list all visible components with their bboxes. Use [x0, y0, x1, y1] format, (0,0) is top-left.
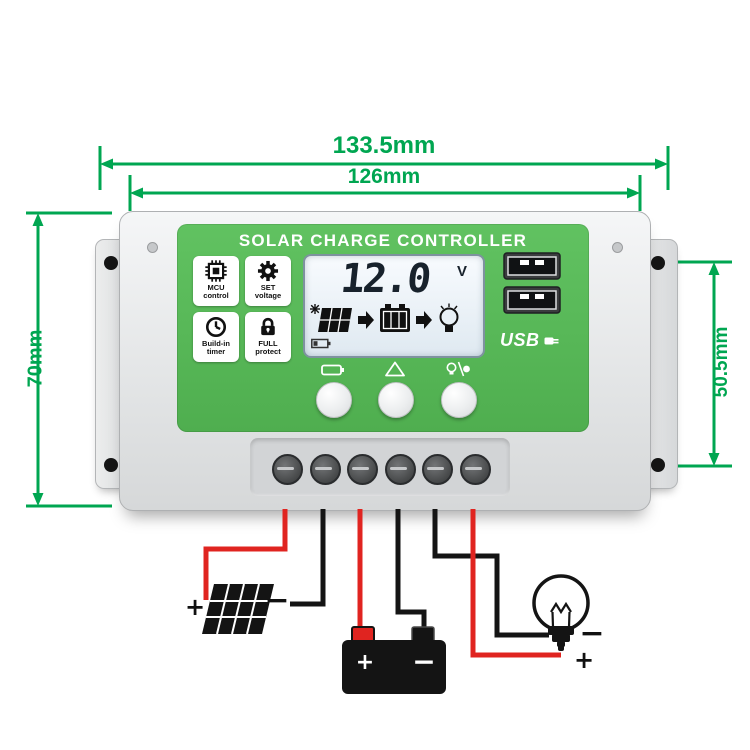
inner-width-label: 126mm [347, 165, 421, 188]
battery-icon [380, 304, 410, 332]
terminal-screw [271, 453, 303, 485]
feature-label: SET voltage [254, 283, 282, 300]
inner-width-dimension [128, 175, 642, 211]
load-symbol-icon [446, 361, 470, 377]
load-button [441, 382, 477, 418]
battery-plus-mark: + [355, 650, 375, 675]
outer-width-label: 133.5mm [332, 132, 436, 159]
lcd-display: 12.0 V [303, 254, 485, 358]
bulb-drawing [532, 574, 590, 651]
load-negative-wire [432, 509, 549, 638]
pv-plus-mark: + [184, 593, 206, 621]
device-title: SOLAR CHARGE CONTROLLER [238, 231, 528, 250]
solar-panel-drawing [202, 583, 274, 635]
usb-port-top [503, 252, 561, 280]
mcu-feature-card: MCU control [193, 256, 239, 306]
arrow-icon [358, 311, 374, 329]
lcd-flow-icons [310, 303, 459, 333]
pv-minus-mark: − [264, 583, 290, 618]
load-minus-mark: − [579, 616, 605, 651]
usb-label: USB [500, 330, 540, 350]
gear-icon [257, 260, 279, 282]
clock-icon [205, 316, 227, 338]
plug-icon [544, 337, 559, 344]
set-button [378, 382, 414, 418]
usb-port-bottom [503, 286, 561, 314]
screw-hole [651, 458, 665, 472]
bulb-icon [439, 303, 459, 332]
outer-width-dimension [98, 146, 670, 190]
battery-drawing [342, 626, 446, 694]
screw-hole [651, 256, 665, 270]
pv-negative-wire [290, 509, 326, 607]
face-screw [147, 242, 158, 253]
battery-button [316, 382, 352, 418]
screw-hole [104, 458, 118, 472]
feature-label: Build-in timer [202, 339, 230, 356]
terminal-screw [384, 453, 416, 485]
face-screw [612, 242, 623, 253]
timer-feature-card: Build-in timer [193, 312, 239, 362]
protect-feature-card: FULL protect [245, 312, 291, 362]
triangle-symbol-icon [385, 361, 405, 377]
height-dimension [26, 211, 112, 508]
terminal-screw [459, 453, 491, 485]
sun-icon [310, 304, 320, 314]
battery-minus-mark: − [412, 645, 436, 678]
solar-panel-icon [318, 307, 352, 333]
voltage-unit: V [456, 263, 467, 280]
load-positive-wire [470, 509, 561, 658]
load-plus-mark: + [573, 646, 595, 674]
chip-icon [205, 260, 227, 282]
feature-label: FULL protect [255, 339, 281, 356]
terminal-screw [421, 453, 453, 485]
terminal-screw [309, 453, 341, 485]
usb-label-row: USB [500, 330, 580, 351]
battery-symbol-icon [321, 364, 344, 376]
set-voltage-feature-card: SET voltage [245, 256, 291, 306]
battery-negative-wire [395, 509, 427, 628]
pv-positive-wire [203, 509, 288, 600]
lock-icon [261, 317, 275, 336]
arrow-icon [416, 311, 432, 329]
screw-hole [104, 256, 118, 270]
terminal-screw [346, 453, 378, 485]
battery-level-icon [311, 338, 331, 349]
feature-label: MCU control [203, 283, 229, 300]
